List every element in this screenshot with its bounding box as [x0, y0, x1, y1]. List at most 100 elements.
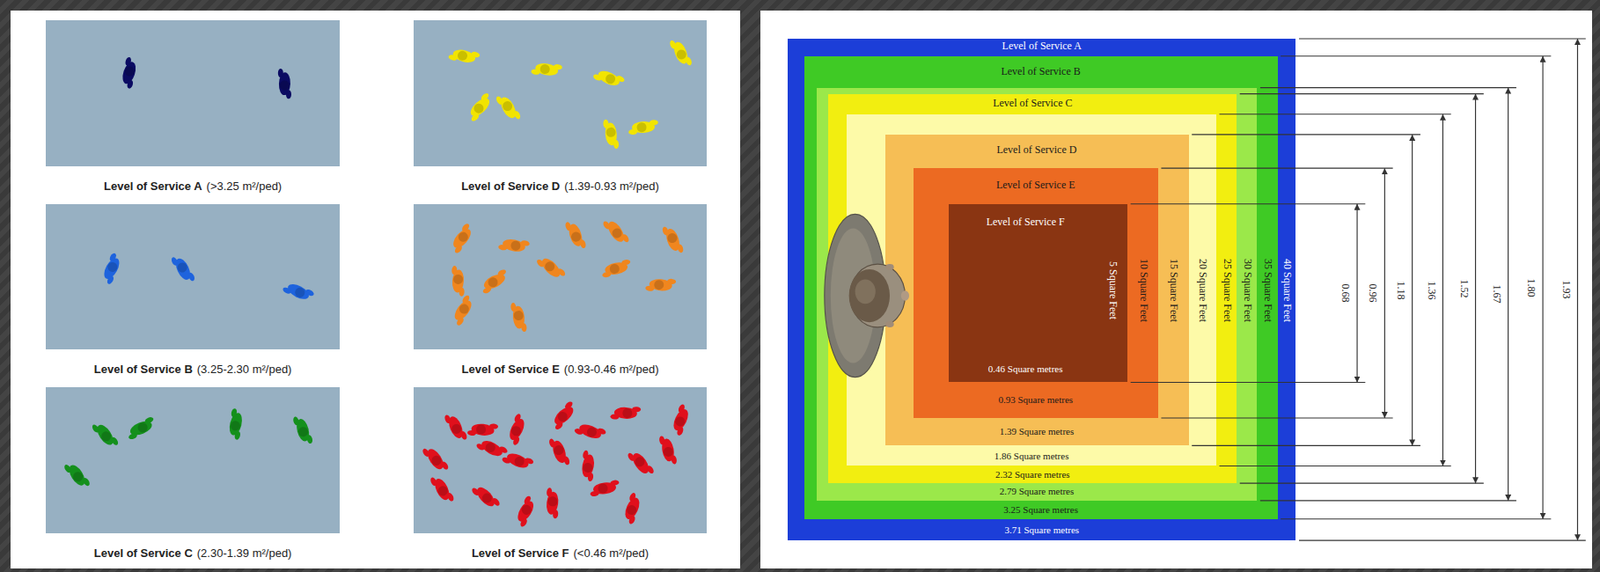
los-panel: Level of Service B(3.25-2.30 m²/ped)	[45, 204, 340, 351]
area-feet-label: 20 Square Feet	[1196, 258, 1208, 323]
pedestrian	[578, 450, 598, 483]
los-panel: Level of Service A(>3.25 m²/ped)	[45, 20, 340, 167]
dimension-value: 1.80	[1525, 278, 1537, 297]
pedestrian	[443, 411, 469, 445]
pedestrian	[447, 293, 478, 327]
pedestrian	[543, 487, 561, 520]
pedestrian	[497, 234, 530, 256]
pedestrian	[91, 418, 120, 452]
space-range: (0.93-0.46 m²/ped)	[564, 362, 660, 376]
area-metres-label: 2.79 Square metres	[999, 485, 1075, 497]
los-panel: Level of Service D(1.39-0.93 m²/ped)	[413, 20, 708, 167]
pedestrian	[619, 491, 645, 526]
pedestrian	[170, 252, 197, 287]
level-name: Level of Service E	[462, 362, 560, 376]
pedestrian	[469, 481, 500, 514]
level-name: Level of Service C	[94, 546, 193, 560]
pedestrian	[503, 412, 529, 447]
pedestrian	[645, 276, 676, 294]
pedestrian	[626, 447, 655, 480]
area-feet-label: 40 Square Feet	[1280, 258, 1292, 323]
level-label: Level of Service E	[996, 179, 1076, 191]
pedestrian	[667, 403, 694, 438]
pedestrian	[510, 301, 528, 333]
pedestrian	[117, 56, 141, 89]
pedestrian	[477, 268, 512, 295]
level-label: Level of Service D	[996, 145, 1077, 157]
pedestrian	[602, 118, 619, 150]
space-range: (2.30-1.39 m²/ped)	[197, 546, 293, 560]
panel-caption: Level of Service C (2.30-1.39 m²/ped)	[45, 545, 340, 562]
pedestrian-figures	[45, 20, 340, 167]
pedestrian	[446, 222, 477, 255]
pedestrian	[627, 119, 659, 135]
pedestrian	[511, 495, 540, 529]
area-metres-label: 1.39 Square metres	[999, 425, 1075, 437]
pedestrian	[292, 414, 314, 448]
area-feet-label: 35 Square Feet	[1261, 258, 1273, 323]
pedestrian	[500, 448, 535, 474]
pedestrian	[658, 434, 677, 467]
pedestrian	[63, 459, 92, 492]
pedestrian-figures	[45, 387, 340, 534]
dimension-value: 0.68	[1339, 283, 1351, 302]
pedestrian	[277, 68, 293, 100]
dimension-value: 1.36	[1424, 281, 1437, 301]
pedestrian	[601, 214, 631, 248]
pedestrian	[281, 278, 316, 305]
pedestrian	[588, 479, 620, 497]
level-label: Level of Service B	[1000, 66, 1080, 79]
pedestrian	[572, 419, 607, 445]
space-range: (3.25-2.30 m²/ped)	[197, 362, 293, 376]
area-feet-label: 5 Square Feet	[1106, 261, 1118, 320]
pedestrian	[98, 251, 125, 285]
area-feet-label: 15 Square Feet	[1167, 258, 1180, 323]
pedestrian	[428, 473, 455, 507]
area-metres-label: 1.86 Square metres	[994, 450, 1070, 462]
pedestrian	[600, 258, 632, 279]
pedestrian	[124, 416, 159, 441]
pedestrian	[420, 442, 449, 476]
dimension-value: 1.67	[1489, 284, 1502, 303]
pedestrian	[668, 36, 693, 70]
los-panel: Level of Service C(2.30-1.39 m²/ped)	[45, 387, 340, 534]
level-label: Level of Service C	[992, 98, 1072, 111]
los-panel: Level of Service F(<0.46 m²/ped)	[413, 387, 708, 534]
space-range: (>3.25 m²/ped)	[206, 179, 283, 193]
panel-caption: Level of Service F(<0.46 m²/ped)	[413, 545, 708, 562]
level-name: Level of Service F	[471, 546, 570, 560]
pedestrian	[449, 265, 466, 297]
pedestrian	[447, 45, 480, 67]
pedestrian	[660, 223, 684, 257]
pedestrian	[466, 421, 498, 439]
level-label: Level of Service A	[1002, 41, 1082, 53]
level-name: Level of Service B	[94, 362, 193, 376]
area-feet-label: 10 Square Feet	[1137, 258, 1149, 323]
pedestrian	[548, 435, 571, 469]
area-feet-label: 30 Square Feet	[1240, 258, 1253, 323]
area-metres-label: 2.32 Square metres	[995, 469, 1071, 480]
level-label: Level of Service F	[986, 216, 1065, 228]
area-metres-label: 0.93 Square metres	[998, 394, 1073, 405]
dimension-value: 1.93	[1559, 280, 1571, 300]
panel-caption: Level of Service B (3.25-2.30 m²/ped)	[45, 361, 340, 378]
dimension-value: 0.96	[1366, 283, 1379, 302]
pedestrian-figures	[413, 387, 708, 534]
space-range: (<0.46 m²/ped)	[572, 546, 649, 560]
pedestrian	[535, 251, 566, 284]
pedestrian	[463, 92, 496, 124]
dimension-value: 1.52	[1457, 278, 1469, 298]
area-metres-label: 3.25 Square metres	[1003, 504, 1079, 515]
area-feet-label: 25 Square Feet	[1220, 258, 1233, 323]
area-metres-label: 0.46 Square metres	[988, 363, 1064, 375]
pedestrian	[530, 59, 563, 80]
panel-caption: Level of Service A(>3.25 m²/ped)	[45, 178, 340, 195]
space-square: Level of Service E 10 Square Feet 0.93 Squ…	[913, 168, 1159, 419]
pedestrian	[547, 400, 580, 432]
pedestrian	[609, 404, 641, 421]
pedestrian	[494, 91, 522, 125]
pedestrian-figures	[413, 20, 708, 167]
